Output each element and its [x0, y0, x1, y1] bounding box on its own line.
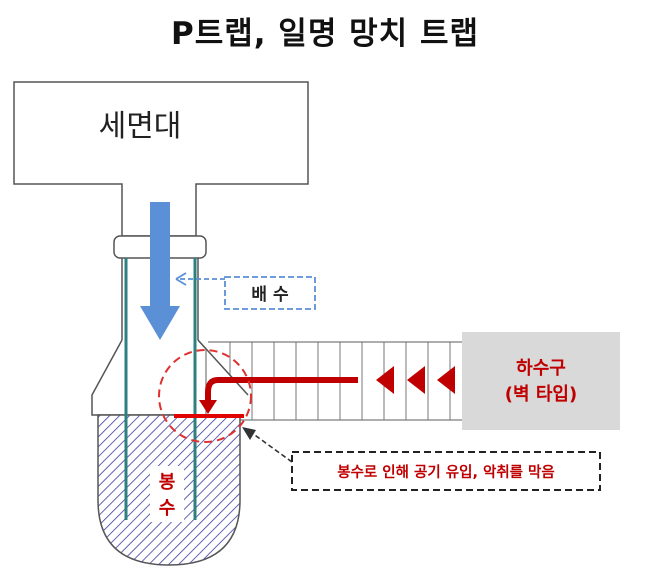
- sewer-gas-arrowheads: [376, 366, 455, 394]
- basin-label: 세면대: [99, 109, 182, 144]
- sewer-box: [462, 332, 620, 430]
- drain-label-box: [224, 276, 316, 310]
- drain-label: 배 수: [251, 285, 289, 305]
- diagram-title: P트랩, 일명 망치 트랩: [170, 16, 480, 52]
- water-seal-label-1: 봉: [159, 472, 176, 493]
- sewer-gas-arrow: [205, 377, 358, 405]
- callout-box: [291, 451, 601, 491]
- sewer-label-line2: (벽 타입): [505, 383, 577, 405]
- seal-highlight-circle: [158, 349, 252, 443]
- callout-pointer: [251, 432, 293, 463]
- water-seal-label-2: 수: [159, 498, 176, 519]
- sewer-label-line1: 하수구: [516, 358, 566, 379]
- callout-text: 봉수로 인해 공기 유입, 악취를 막음: [337, 463, 555, 481]
- water-seal-label-bg: [150, 466, 184, 522]
- drain-flow-arrow: [140, 202, 180, 340]
